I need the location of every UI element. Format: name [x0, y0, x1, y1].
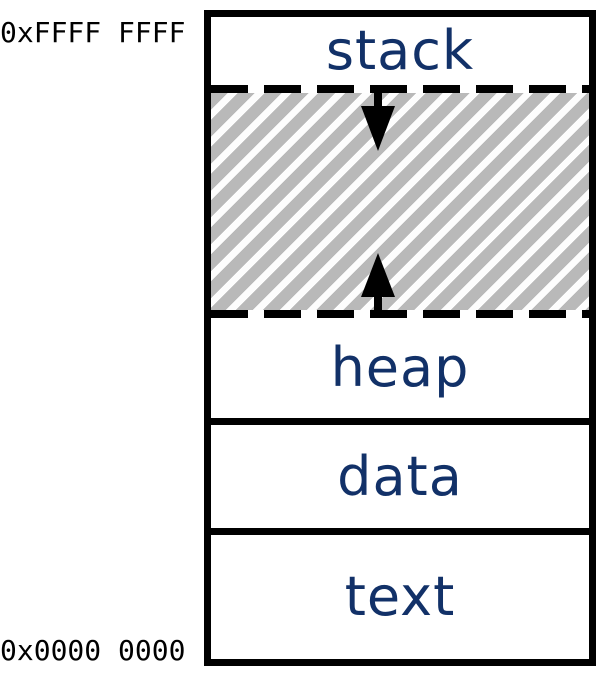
arrow-stem — [374, 297, 382, 310]
stack-label: stack — [325, 19, 475, 82]
section-data: data — [211, 425, 589, 528]
text-label: text — [344, 565, 456, 628]
heap-growth-arrow-up-icon — [361, 253, 395, 310]
section-stack: stack — [211, 17, 589, 85]
heap-label: heap — [330, 336, 470, 399]
data-text-separator — [211, 528, 589, 535]
data-label: data — [337, 444, 463, 508]
arrow-head-down — [361, 106, 395, 151]
section-heap: heap — [211, 318, 589, 418]
heap-data-separator — [211, 418, 589, 425]
heap-boundary-dashed-line — [211, 310, 589, 318]
section-text: text — [211, 535, 589, 659]
free-space-hatch — [211, 93, 589, 310]
memory-box: stack heap data text — [204, 10, 596, 666]
stack-growth-arrow-down-icon — [361, 93, 395, 151]
stack-boundary-dashed-line — [211, 85, 589, 93]
arrow-stem — [374, 93, 382, 106]
arrow-head-up — [361, 253, 395, 297]
address-label-top: 0xFFFF FFFF — [0, 16, 186, 49]
address-label-bottom: 0x0000 0000 — [0, 634, 186, 667]
